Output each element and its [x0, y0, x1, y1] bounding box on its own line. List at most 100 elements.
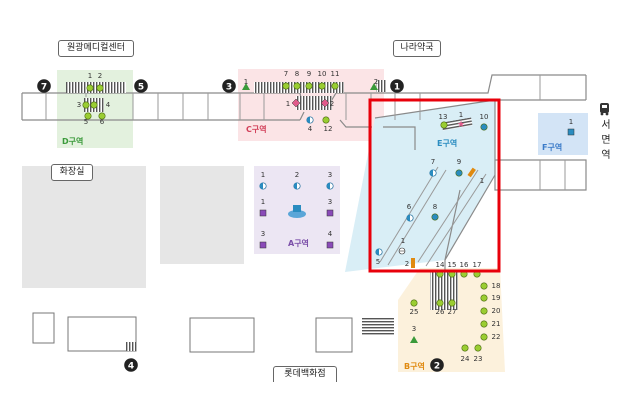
triangle-marker	[410, 336, 418, 343]
exit-4-marker	[124, 358, 138, 372]
exit-number: 4	[128, 361, 134, 371]
block-2	[160, 166, 244, 264]
exit-number: 5	[138, 82, 144, 92]
fountain-icon	[288, 210, 306, 218]
facility-marker	[480, 320, 488, 328]
triangle-marker	[242, 83, 250, 90]
lower-outlines	[32, 312, 353, 353]
facility-marker	[480, 307, 488, 315]
exit-1-marker	[390, 79, 404, 93]
marker-number: 23	[474, 355, 483, 363]
marker-number: 1	[261, 198, 265, 206]
marker-number: 1	[286, 100, 290, 108]
marker-number: 2	[374, 78, 378, 86]
zone-label-d: D구역	[62, 136, 83, 146]
facility-marker	[98, 112, 106, 120]
marker-number: 25	[410, 308, 419, 316]
facility-marker	[84, 112, 92, 120]
marker-number: 26	[436, 308, 445, 316]
facility-marker	[480, 123, 488, 131]
highlight-box	[368, 98, 501, 273]
station-side-label: 서면역	[601, 120, 611, 161]
triangle-marker	[370, 83, 378, 90]
facility-marker	[480, 294, 488, 302]
facility-marker	[305, 82, 313, 90]
facility-marker	[326, 209, 334, 217]
marker-number: 6	[100, 118, 105, 126]
marker-number: 17	[473, 261, 482, 269]
zone-label-a: A구역	[288, 238, 309, 248]
facility-marker	[440, 121, 448, 129]
landmark-nara-pharmacy: 나라약국	[393, 40, 441, 57]
marker-number: 7	[284, 70, 288, 78]
fountain-icon-top	[293, 205, 301, 212]
facility-marker	[86, 84, 94, 92]
marker-number: 2	[295, 171, 299, 179]
facility-marker	[82, 101, 90, 109]
marker-number: 27	[448, 308, 457, 316]
escalator-bands	[379, 166, 487, 267]
facility-marker	[331, 82, 339, 90]
landmark-restroom: 화장실	[51, 164, 93, 181]
facility-marker	[90, 101, 98, 109]
facility-marker-half	[375, 248, 379, 256]
marker-number: 11	[331, 70, 340, 78]
marker-number: 24	[461, 355, 470, 363]
marker-number: 6	[407, 203, 412, 211]
marker-number: 2	[98, 72, 102, 80]
orange-marker	[411, 258, 415, 268]
block-1	[22, 166, 146, 288]
marker-number: 13	[439, 113, 448, 121]
exit-7-marker	[37, 79, 51, 93]
marker-number: 3	[328, 198, 332, 206]
marker-number: 14	[436, 261, 445, 269]
facility-marker-half	[259, 182, 263, 190]
buildings	[22, 166, 244, 288]
marker-number: 7	[431, 158, 435, 166]
exit-number: 3	[226, 82, 232, 92]
marker-number: 8	[295, 70, 299, 78]
marker-number: 2	[405, 260, 409, 268]
exit-number: 1	[394, 82, 400, 92]
marker-number: 4	[308, 125, 313, 133]
marker-number: 3	[412, 325, 416, 333]
marker-number: 5	[84, 118, 88, 126]
facility-marker-half	[306, 116, 310, 124]
marker-number: 3	[328, 171, 332, 179]
marker-number: 1	[261, 171, 265, 179]
orange-marker	[467, 167, 476, 178]
facility-marker	[448, 299, 456, 307]
facility-marker	[431, 213, 439, 221]
facility-marker	[474, 344, 482, 352]
marker-number: 10	[480, 113, 489, 121]
marker-number: 4	[328, 230, 333, 238]
facility-marker	[326, 241, 334, 249]
facility-marker	[96, 84, 104, 92]
zone-label-b: B구역	[404, 361, 425, 371]
bus-icon	[600, 103, 609, 116]
landmark-lotte-department-store: 롯데백화점	[273, 366, 337, 382]
marker-number: 2	[330, 100, 334, 108]
marker-number: 1	[459, 111, 463, 119]
marker-number: 3	[77, 101, 81, 109]
marker-number: 9	[457, 158, 461, 166]
facility-marker	[455, 169, 463, 177]
marker-number: 1	[569, 118, 573, 126]
elevator-marker	[291, 98, 301, 108]
zone-backgrounds	[57, 69, 588, 372]
facility-marker	[293, 82, 301, 90]
star-marker: ★	[457, 120, 465, 130]
zone-label-e: E구역	[437, 138, 457, 148]
exit-2-marker	[430, 358, 444, 372]
marker-number: 16	[460, 261, 469, 269]
facility-marker	[282, 82, 290, 90]
marker-number: 3	[261, 230, 265, 238]
marker-number: 1	[480, 177, 484, 185]
elevator-marker	[320, 98, 330, 108]
marker-number: 22	[492, 333, 501, 341]
marker-number: 8	[433, 203, 437, 211]
